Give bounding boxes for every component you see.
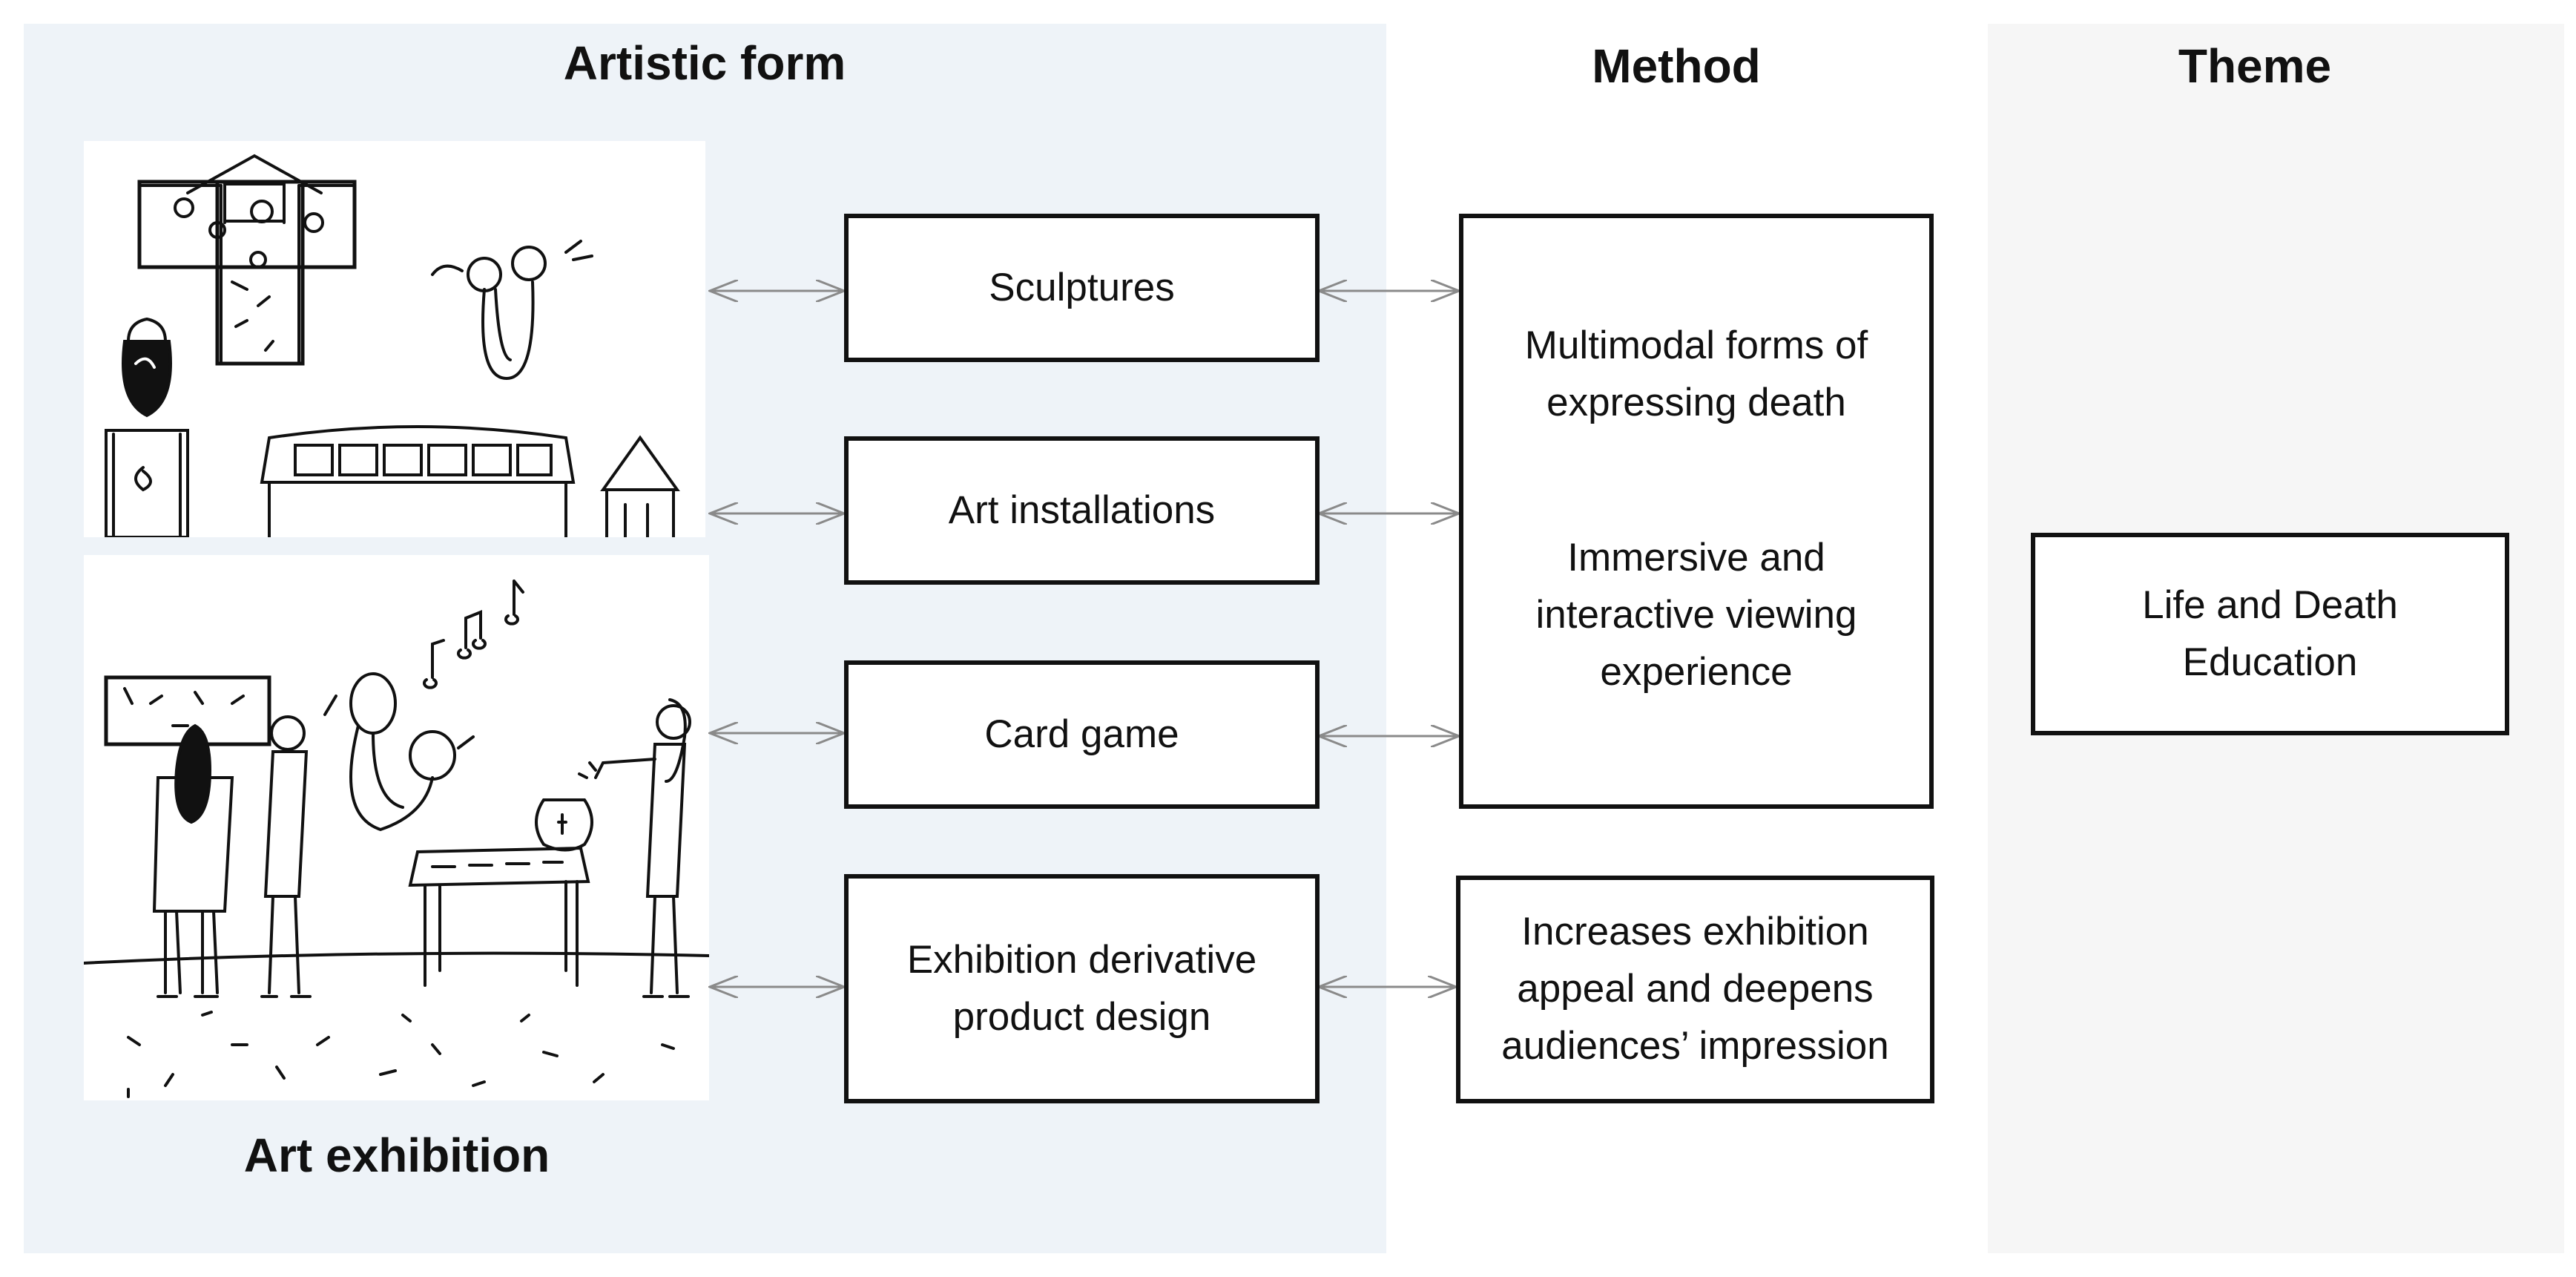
- heading-art-exhibition: Art exhibition: [243, 1129, 550, 1182]
- heading-artistic-form: Artistic form: [563, 36, 846, 90]
- box-theme: Life and Death Education: [2031, 533, 2509, 735]
- box-card-game: Card game: [844, 660, 1320, 809]
- method-immersive-line3: experience: [1600, 649, 1793, 694]
- method-immersive: Immersive and interactive viewing experi…: [1463, 530, 1929, 701]
- box-method-appeal: Increases exhibition appeal and deepens …: [1456, 876, 1934, 1103]
- method-multimodal-line2: expressing death: [1546, 380, 1846, 424]
- heading-theme: Theme: [2178, 39, 2332, 93]
- method-appeal-line2: appeal and deepens: [1517, 967, 1874, 1011]
- box-derivative-product-design: Exhibition derivative product design: [844, 874, 1320, 1103]
- method-appeal-line1: Increases exhibition: [1521, 910, 1869, 954]
- method-appeal-line3: audiences’ impression: [1501, 1023, 1889, 1068]
- sculpture-sketch: [84, 141, 705, 539]
- derivative-label-line1: Exhibition derivative: [906, 937, 1257, 982]
- theme-line1: Life and Death: [2142, 582, 2398, 627]
- method-multimodal: Multimodal forms of expressing death: [1463, 318, 1929, 432]
- method-immersive-line2: interactive viewing: [1535, 592, 1857, 637]
- box-sculptures-label: Sculptures: [989, 265, 1175, 309]
- method-immersive-line1: Immersive and: [1567, 536, 1825, 580]
- box-installations-label: Art installations: [948, 488, 1216, 532]
- box-sculptures: Sculptures: [844, 214, 1320, 362]
- method-multimodal-line1: Multimodal forms of: [1524, 324, 1868, 367]
- exhibition-sketch: [82, 555, 711, 1100]
- box-art-installations: Art installations: [844, 436, 1320, 585]
- box-method-main: Multimodal forms of expressing death Imm…: [1459, 214, 1934, 809]
- box-cardgame-label: Card game: [984, 712, 1179, 756]
- derivative-label-line2: product design: [952, 994, 1211, 1039]
- theme-line2: Education: [2182, 640, 2358, 684]
- heading-method: Method: [1592, 39, 1761, 93]
